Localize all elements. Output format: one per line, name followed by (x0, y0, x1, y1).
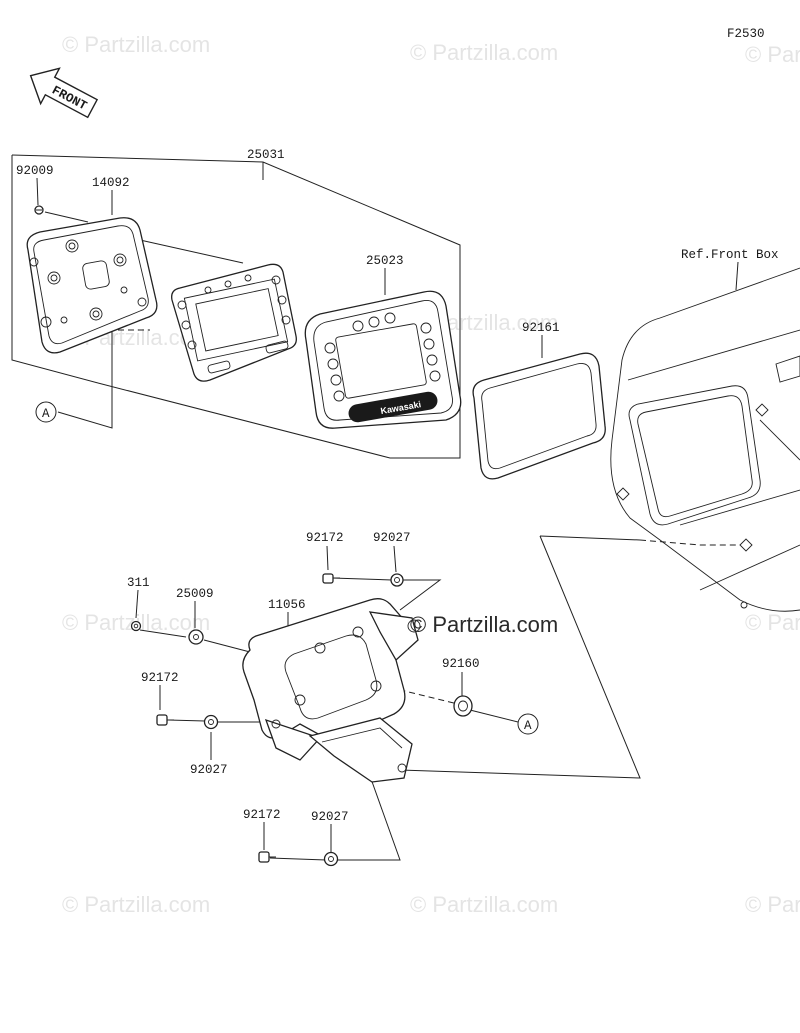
part-label: 92172 (141, 671, 179, 685)
watermark-dark: © Partzilla.com (410, 612, 558, 637)
nut-311 (130, 620, 142, 632)
watermark: © Partzilla.com (62, 892, 210, 917)
callout-letter: A (42, 407, 50, 421)
watermark: © Partzilla.com (745, 42, 800, 67)
watermark: © Partzilla.com (410, 892, 558, 917)
bolt-92172 (156, 714, 174, 726)
washer-25009 (188, 629, 204, 645)
callout-a-top: A (35, 401, 57, 423)
meter-bracket (242, 598, 421, 783)
meter-circuit-board (171, 263, 297, 382)
hardware-parts (130, 573, 473, 867)
part-label: 11056 (268, 598, 306, 612)
part-label: 92027 (190, 763, 228, 777)
part-label: 14092 (92, 176, 130, 190)
callout-a-bottom: A (517, 713, 539, 735)
part-label: 92161 (522, 321, 560, 335)
meter-back-cover (26, 217, 158, 354)
part-label: 25031 (247, 148, 285, 162)
meter-seal-gasket (472, 352, 606, 480)
nut-92027 (203, 714, 219, 730)
screw-92009 (34, 205, 44, 215)
part-label: 92172 (243, 808, 281, 822)
front-arrow-icon: FRONT (29, 67, 99, 119)
part-label: 92027 (311, 810, 349, 824)
leader-lines-top (36, 177, 543, 429)
assembly-outline (11, 154, 461, 459)
part-labels: 92009 14092 25031 25023 92161 92172 9202… (16, 148, 779, 824)
nut-92027 (390, 573, 404, 587)
figure-code: F2530 (727, 27, 765, 41)
part-label: 92009 (16, 164, 54, 178)
watermark: © Partzilla.com (745, 892, 800, 917)
bolt-92172 (258, 851, 276, 863)
bolt-92172 (322, 573, 340, 584)
meter-front-assembly: Kawasaki (304, 290, 462, 429)
part-label: 92172 (306, 531, 344, 545)
watermark: © Partzilla.com (62, 32, 210, 57)
grommet-92160 (453, 695, 473, 717)
part-label: 25023 (366, 254, 404, 268)
ref-label: Ref.Front Box (681, 248, 779, 262)
part-label: 25009 (176, 587, 214, 601)
part-label: 311 (127, 576, 150, 590)
callout-letter: A (524, 719, 532, 733)
part-label: 92027 (373, 531, 411, 545)
watermark: © Partzilla.com (410, 40, 558, 65)
watermark: © Partzilla.com (745, 610, 800, 635)
front-box-reference (610, 261, 800, 612)
watermark-layer: © Partzilla.com © Partzilla.com © Partzi… (62, 32, 800, 917)
nut-92027 (323, 851, 339, 867)
part-label: 92160 (442, 657, 480, 671)
